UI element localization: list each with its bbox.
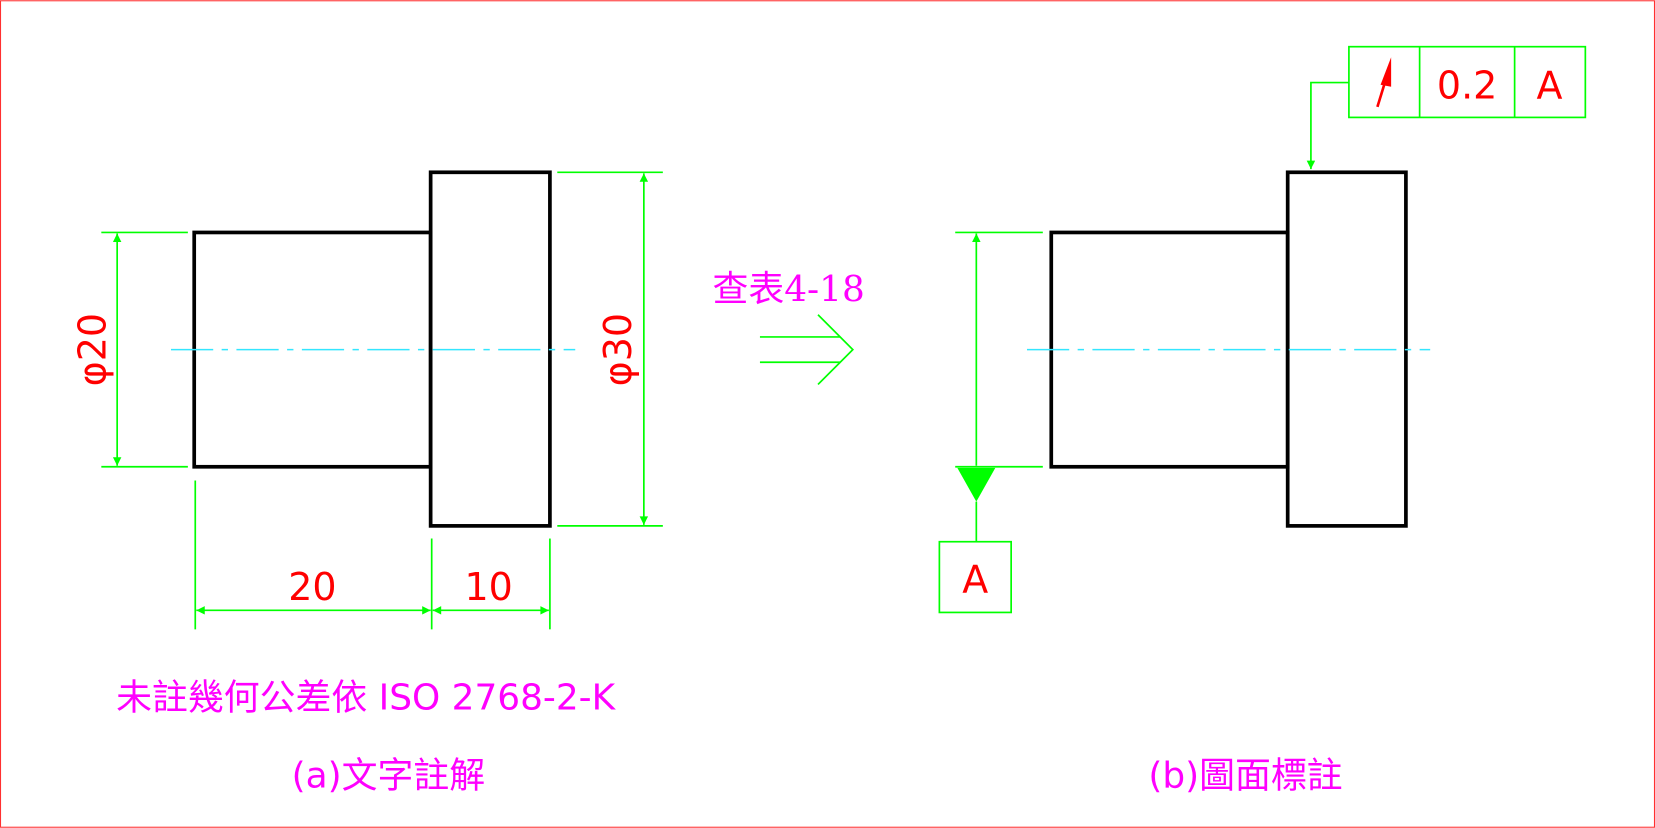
dim-text-20: 20 <box>288 565 336 609</box>
dimension-dia30: φ30 <box>557 171 663 527</box>
dim-text-dia30: φ30 <box>596 313 640 386</box>
lookup-table-note: 查表4-18 <box>712 269 864 310</box>
left-part-view <box>170 170 576 528</box>
datum-feature-a: A <box>938 231 1043 614</box>
caption-b: (b)圖面標註 <box>1148 756 1342 797</box>
circular-runout-icon <box>1376 57 1392 108</box>
dim-text-10: 10 <box>465 565 513 609</box>
fcf-tolerance: 0.2 <box>1437 63 1497 107</box>
dim-text-dia20: φ20 <box>71 313 115 386</box>
dimension-lengths: 20 10 <box>194 480 551 630</box>
datum-label: A <box>962 557 988 601</box>
dimension-dia20: φ20 <box>71 231 188 468</box>
datum-triangle-icon <box>957 467 996 502</box>
feature-control-frame: 0.2 A <box>1306 45 1587 170</box>
general-tolerance-note: 未註幾何公差依 ISO 2768-2-K <box>116 678 617 719</box>
double-arrow-right-icon <box>759 314 855 386</box>
caption-a: (a)文字註解 <box>292 756 485 797</box>
fcf-datum: A <box>1536 63 1562 107</box>
right-part-view <box>1026 170 1431 528</box>
